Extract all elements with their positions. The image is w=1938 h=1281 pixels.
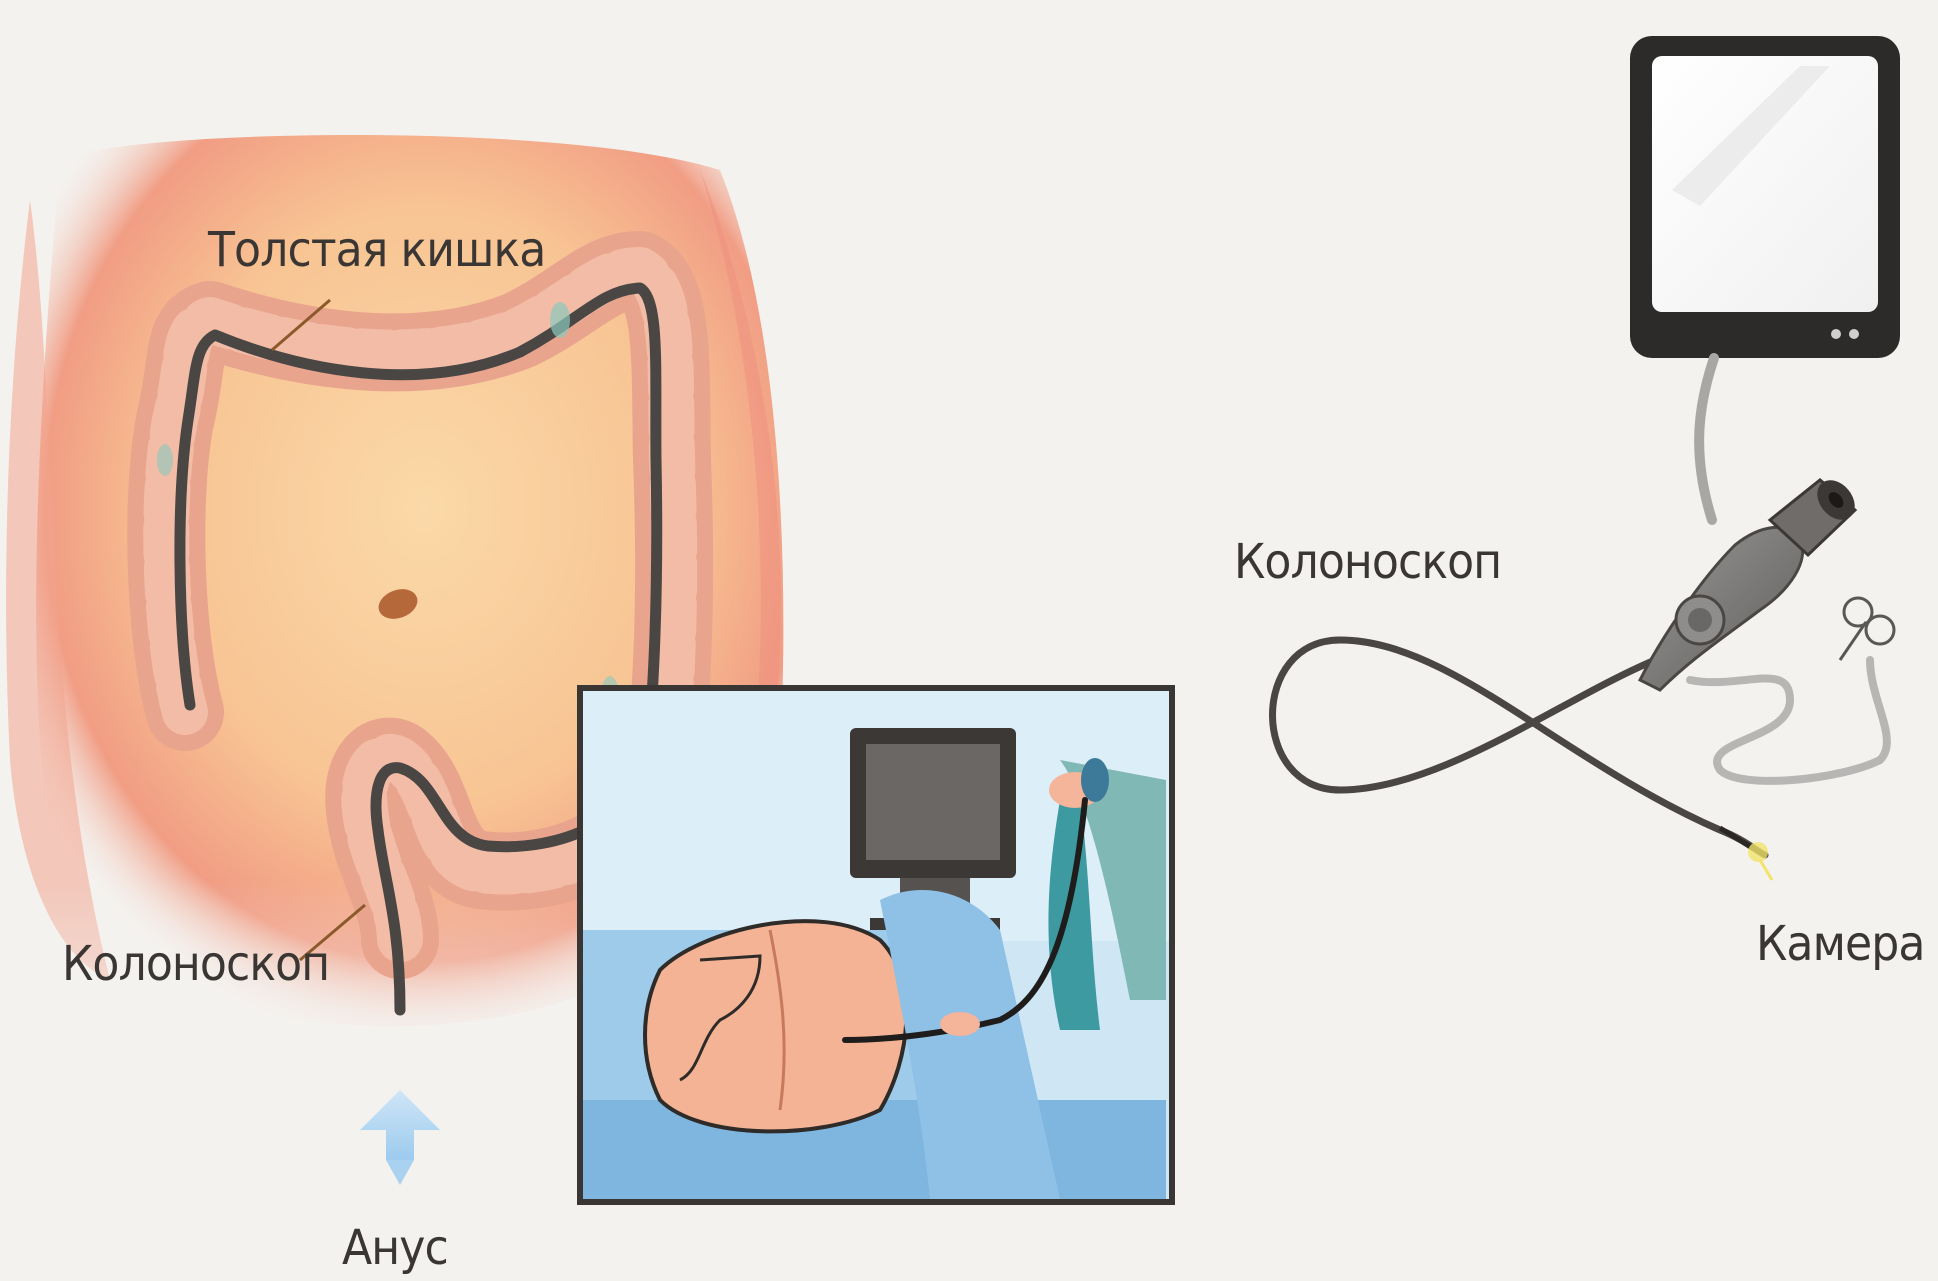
label-anus: Анус xyxy=(342,1220,448,1276)
monitor-icon xyxy=(1630,36,1900,358)
procedure-scene xyxy=(580,688,1172,1202)
label-colonoscope-right: Колоноскоп xyxy=(1234,534,1501,590)
label-colonoscope-left: Колоноскоп xyxy=(62,936,329,992)
label-colon: Толстая кишка xyxy=(208,222,545,278)
label-camera: Камера xyxy=(1756,916,1924,972)
endoscope-device-icon xyxy=(1273,358,1895,880)
